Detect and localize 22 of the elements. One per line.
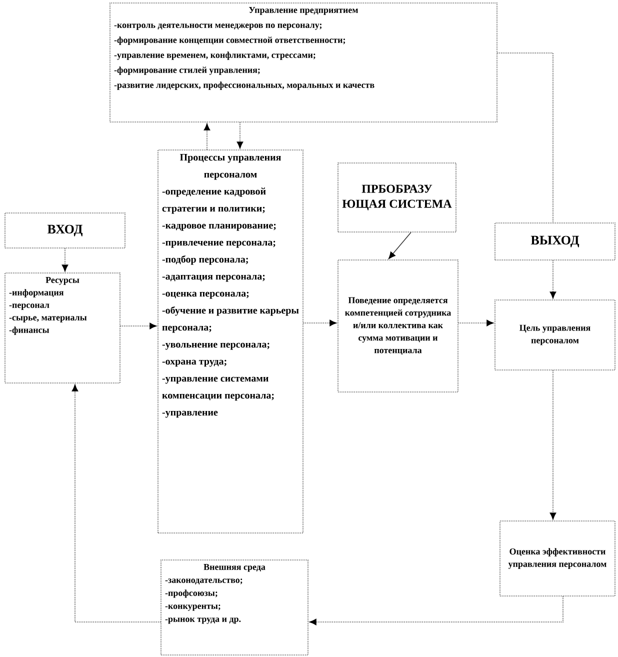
text-box: Оценка эффективности управления персоналом	[500, 520, 616, 596]
arrow	[120, 322, 157, 330]
label-box: ПРБОБРАЗУ ЮЩАЯ СИСТЕМА	[338, 162, 456, 232]
text-box: Внешняя среда -законодательство; -профсоюзы; -конкуренты; -рынок труда и др.	[160, 560, 308, 656]
arrow	[388, 232, 412, 259]
arrow	[458, 320, 494, 326]
arrow	[62, 248, 68, 272]
arrow	[204, 123, 210, 150]
arrow	[236, 122, 244, 149]
arrow	[72, 384, 161, 622]
arrow	[550, 260, 556, 299]
arrow	[303, 320, 337, 326]
text-box: Процессы управления персоналом -определение кадровой стратегии и политики; -кадровое планирование; -привлечение персонала; -подбор персонала; -адаптация персонала; -оценка персонала; -обучение и развитие карьеры персонала; -увольнение персонала; -охрана труда; -управление системами компенсации персонала; -управление	[158, 150, 304, 534]
text-box: Поведение определяется компетенцией сотрудника и/или коллектива как сумма мотивации и потенциала	[338, 260, 458, 392]
connector-line	[497, 52, 554, 224]
arrow	[309, 596, 564, 626]
text-box: Ресурсы -информация -персонал -сырье, материалы -финансы	[4, 272, 120, 384]
label-box: ВЫХОД	[494, 222, 616, 260]
arrow	[550, 370, 556, 520]
text-box: Управление предприятием -контроль деятельности менеджеров по персоналу; -формирование концепции совместной ответственности; -управление временем, конфликтами, стрессами; -формирование стилей управления; -развитие лидерских, профессиональных, моральных и качеств	[110, 2, 498, 122]
label-box: ВХОД	[4, 212, 126, 248]
text-box: Цель управления персоналом	[494, 300, 616, 370]
